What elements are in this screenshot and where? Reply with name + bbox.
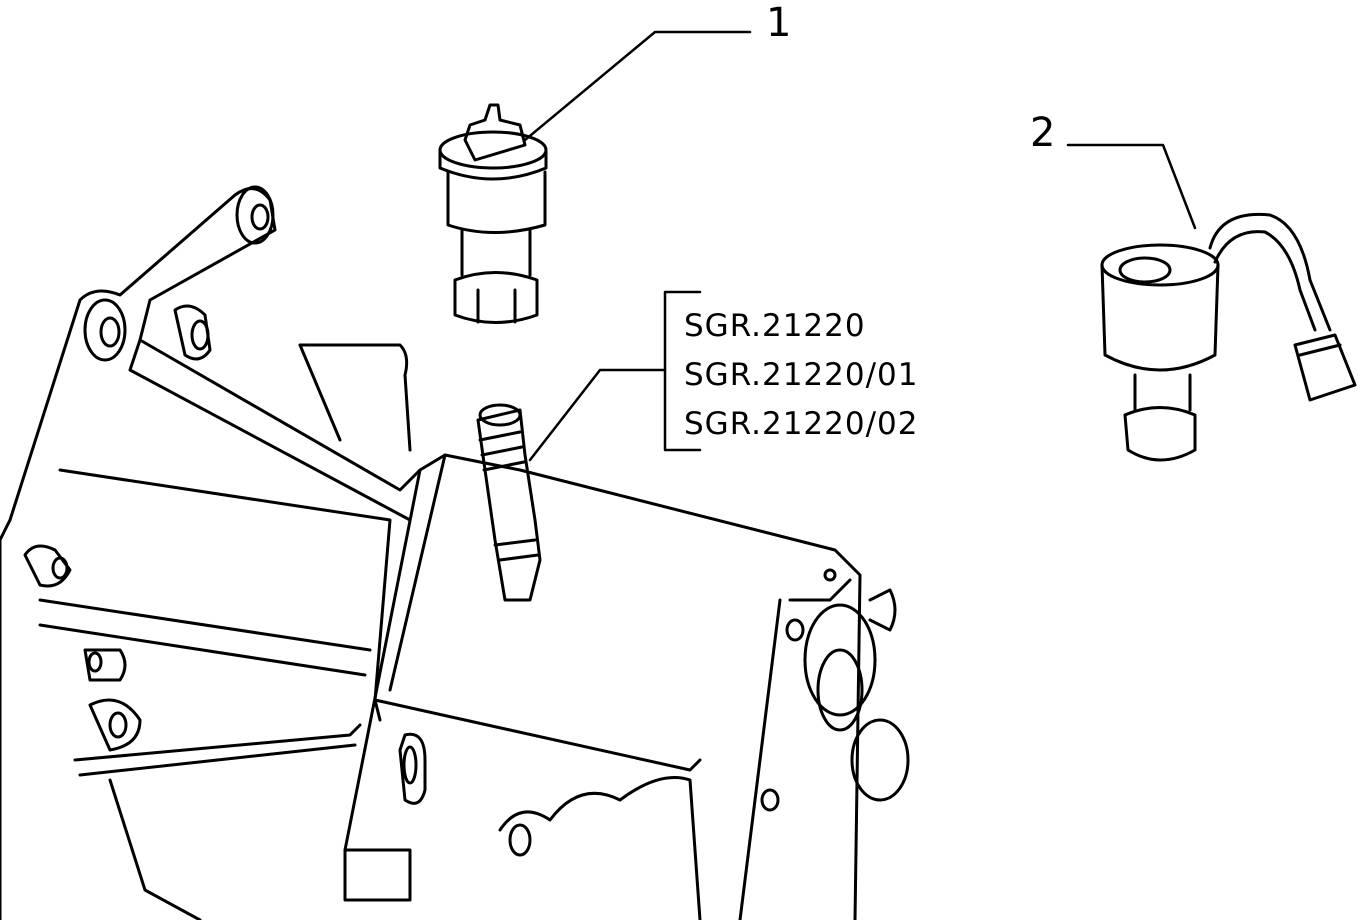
- gearbox-housing: [0, 185, 910, 920]
- leader-line-2: [1066, 143, 1197, 230]
- callout-1: 1: [766, 0, 792, 46]
- part-code: SGR.21220/01: [684, 357, 919, 393]
- part-2-sensor: [1100, 212, 1357, 462]
- leader-lines: [523, 30, 1197, 462]
- callout-2: 2: [1030, 110, 1056, 156]
- part-code: SGR.21220/02: [684, 406, 919, 442]
- leader-line-1: [523, 30, 752, 142]
- part-code: SGR.21220: [684, 308, 866, 344]
- leader-line-codes: [528, 368, 667, 462]
- speedometer-pinion: [476, 403, 542, 602]
- part-1-sensor: [438, 103, 548, 324]
